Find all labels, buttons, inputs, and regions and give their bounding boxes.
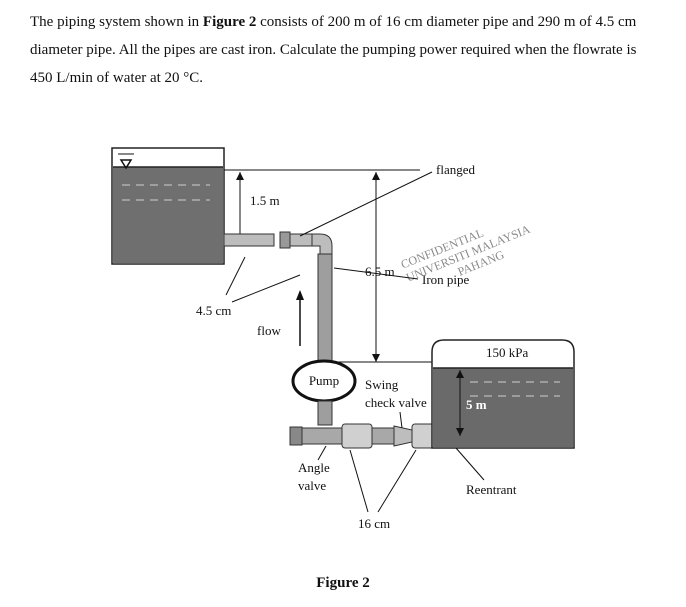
large-diameter-leader-1	[349, 449, 369, 513]
height-middle-label: 6.5 m	[365, 264, 395, 279]
flanged-label: flanged	[436, 162, 475, 177]
pump-outlet-pipe	[317, 400, 333, 426]
free-surface-symbol	[118, 153, 134, 170]
flow-label: flow	[257, 323, 281, 338]
swing-label-line1: Swing	[365, 377, 399, 392]
swing-label-line2: check valve	[365, 395, 427, 410]
small-diameter-leader	[225, 256, 246, 296]
lower-tank	[431, 339, 575, 449]
iron-pipe-label: Iron pipe	[422, 272, 470, 287]
problem-text-start: The piping system shown in	[30, 14, 203, 30]
angle-valve-leader	[317, 445, 327, 461]
vertical-pipe	[317, 253, 333, 373]
height-upper-label: 1.5 m	[250, 193, 280, 208]
dimension-5m	[456, 370, 464, 436]
upper-pipe	[223, 231, 333, 255]
upper-tank	[111, 147, 225, 265]
flow-arrow	[296, 290, 304, 346]
figure-caption: Figure 2	[316, 575, 370, 591]
dimension-1-5m	[236, 172, 244, 242]
swing-leader	[399, 411, 403, 429]
figure-reference: Figure 2	[202, 14, 257, 30]
large-diameter-label: 16 cm	[358, 516, 390, 531]
dimension-6-5m	[332, 172, 432, 363]
large-diameter-leader-2	[377, 449, 417, 513]
problem-statement: The piping system shown in Figure 2 cons…	[30, 8, 660, 92]
small-diameter-leader-2	[231, 274, 301, 303]
small-diameter-label: 4.5 cm	[196, 303, 231, 318]
angle-valve-label-line1: Angle	[298, 460, 330, 475]
pressure-label: 150 kPa	[486, 345, 528, 360]
flanged-leader	[299, 171, 433, 237]
pump-label: Pump	[309, 373, 339, 388]
problem-text-rest: consists of 200 m of 16 cm diameter pipe…	[30, 14, 637, 86]
height-lower-label: 5 m	[466, 397, 487, 412]
angle-valve-label-line2: valve	[298, 478, 326, 493]
reentrant-leader	[455, 447, 485, 481]
iron-pipe-leader	[333, 267, 419, 280]
reentrant-label: Reentrant	[466, 482, 517, 497]
